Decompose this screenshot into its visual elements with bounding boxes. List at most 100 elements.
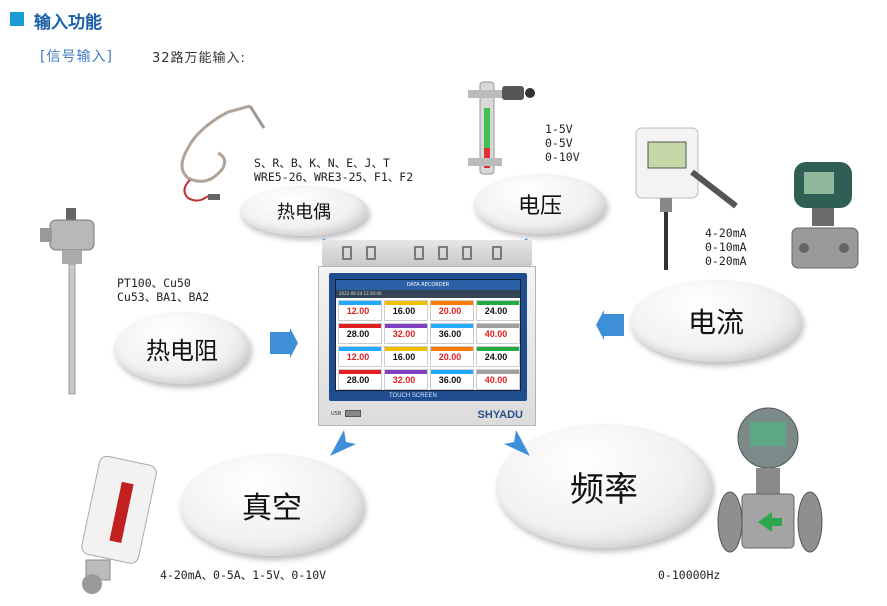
- bubble-rtd: 热电阻: [114, 312, 250, 384]
- channel-value: 28.00: [346, 329, 370, 339]
- page-title: 输入功能: [34, 13, 102, 33]
- channel-value: 12.00: [346, 306, 370, 316]
- usb-port-icon: [345, 410, 362, 417]
- humidity-transmitter-image: [635, 127, 738, 270]
- channel-color-bar: [431, 301, 473, 305]
- bubble-frequency: 频率: [496, 424, 712, 548]
- channel-color-bar: [477, 324, 519, 328]
- bubble-thermocouple: 热电偶: [240, 186, 368, 236]
- device-top-vents: [322, 240, 532, 266]
- pressure-transmitter-image: [791, 162, 859, 269]
- channel-cell[interactable]: 12.00: [338, 346, 382, 367]
- header-square-icon: [10, 12, 24, 26]
- channel-color-bar: [339, 347, 381, 351]
- bubble-rtd-label: 热电阻: [146, 336, 218, 365]
- channel-cell[interactable]: 24.00: [476, 300, 520, 321]
- screen-frame: DATA RECORDER 2022-09-24 12:30:00 12.00 1…: [329, 273, 527, 401]
- channel-value: 24.00: [484, 352, 508, 362]
- channel-color-bar: [385, 370, 427, 374]
- current-spec-2: 0-10mA: [705, 240, 747, 254]
- bubble-frequency-label: 频率: [570, 469, 638, 510]
- screen-title: DATA RECORDER: [336, 280, 520, 290]
- current-spec-1: 4-20mA: [705, 226, 747, 240]
- vacuum-spec: 4-20mA、0-5A、1-5V、0-10V: [160, 568, 327, 582]
- thermocouple-spec-1: S、R、B、K、N、E、J、T: [254, 156, 390, 170]
- rtd-spec-2: Cu53、BA1、BA2: [117, 290, 210, 304]
- frequency-spec: 0-10000Hz: [658, 568, 721, 582]
- channel-color-bar: [477, 370, 519, 374]
- arrow-current-icon: [596, 310, 624, 340]
- channel-cell[interactable]: 12.00: [338, 300, 382, 321]
- arrow-frequency-icon: [504, 430, 530, 456]
- channel-cell[interactable]: 40.00: [476, 323, 520, 344]
- vent: [438, 246, 448, 260]
- channel-value: 32.00: [392, 375, 416, 385]
- arrow-vacuum-icon: [330, 430, 356, 456]
- channel-value: 16.00: [392, 352, 416, 362]
- channel-cell[interactable]: 28.00: [338, 369, 382, 390]
- bubble-vacuum-label: 真空: [242, 491, 302, 526]
- channel-color-bar: [385, 324, 427, 328]
- channel-cell[interactable]: 40.00: [476, 369, 520, 390]
- bubble-voltage: 电压: [474, 174, 606, 234]
- channel-color-bar: [431, 370, 473, 374]
- device-body: DATA RECORDER 2022-09-24 12:30:00 12.00 1…: [318, 266, 536, 426]
- screen-date: 2022-09-24 12:30:00: [339, 291, 382, 296]
- channel-value: 24.00: [484, 306, 508, 316]
- channel-cell[interactable]: 20.00: [430, 346, 474, 367]
- channel-cell[interactable]: 36.00: [430, 369, 474, 390]
- channel-value: 28.00: [346, 375, 370, 385]
- vent: [342, 246, 352, 260]
- input-intro: 32路万能输入:: [152, 51, 246, 66]
- voltage-spec-1: 1-5V: [545, 122, 573, 136]
- channel-cell[interactable]: 16.00: [384, 300, 428, 321]
- channel-cell[interactable]: 28.00: [338, 323, 382, 344]
- thermocouple-image: [180, 104, 266, 202]
- vent: [492, 246, 502, 260]
- voltage-spec-3: 0-10V: [545, 150, 580, 164]
- channel-color-bar: [477, 301, 519, 305]
- channel-value: 36.00: [438, 329, 462, 339]
- thermocouple-spec-2: WRE5-26、WRE3-25、F1、F2: [254, 170, 414, 184]
- channel-color-bar: [385, 301, 427, 305]
- data-recorder-device: DATA RECORDER 2022-09-24 12:30:00 12.00 1…: [318, 240, 536, 426]
- channel-value: 20.00: [438, 306, 462, 316]
- channel-cell[interactable]: 32.00: [384, 369, 428, 390]
- level-gauge-image: [468, 81, 535, 175]
- channel-color-bar: [339, 301, 381, 305]
- channel-cell[interactable]: 32.00: [384, 323, 428, 344]
- device-brand: SHYADU: [477, 409, 523, 421]
- channel-color-bar: [339, 370, 381, 374]
- channel-color-bar: [477, 347, 519, 351]
- channel-color-bar: [431, 324, 473, 328]
- channel-value: 40.00: [484, 375, 508, 385]
- usb-label: USB: [331, 410, 342, 417]
- bubble-thermocouple-label: 热电偶: [277, 202, 331, 223]
- channel-cell[interactable]: 16.00: [384, 346, 428, 367]
- screen-status-bar: 2022-09-24 12:30:00: [336, 290, 520, 298]
- vent: [366, 246, 376, 260]
- vent: [414, 246, 424, 260]
- voltage-spec-2: 0-5V: [545, 136, 573, 150]
- bubble-current: 电流: [630, 280, 802, 362]
- recorder-screen[interactable]: DATA RECORDER 2022-09-24 12:30:00 12.00 1…: [335, 279, 521, 391]
- channel-value: 36.00: [438, 375, 462, 385]
- usb-port: USB: [331, 410, 362, 417]
- channel-cell[interactable]: 20.00: [430, 300, 474, 321]
- touch-screen-label: TOUCH SCREEN: [389, 393, 437, 399]
- rtd-spec-1: PT100、Cu50: [117, 276, 191, 290]
- channel-value: 20.00: [438, 352, 462, 362]
- channel-value: 32.00: [392, 329, 416, 339]
- bubble-vacuum: 真空: [180, 454, 364, 556]
- channel-color-bar: [385, 347, 427, 351]
- channel-value: 16.00: [392, 306, 416, 316]
- vacuum-gauge-image: [81, 456, 157, 594]
- bubble-voltage-label: 电压: [517, 194, 562, 219]
- channel-cell[interactable]: 36.00: [430, 323, 474, 344]
- channel-cell[interactable]: 24.00: [476, 346, 520, 367]
- vent: [462, 246, 472, 260]
- bubble-current-label: 电流: [687, 306, 744, 339]
- flowmeter-image: [717, 407, 823, 553]
- rtd-sensor-image: [40, 208, 95, 395]
- channel-color-bar: [431, 347, 473, 351]
